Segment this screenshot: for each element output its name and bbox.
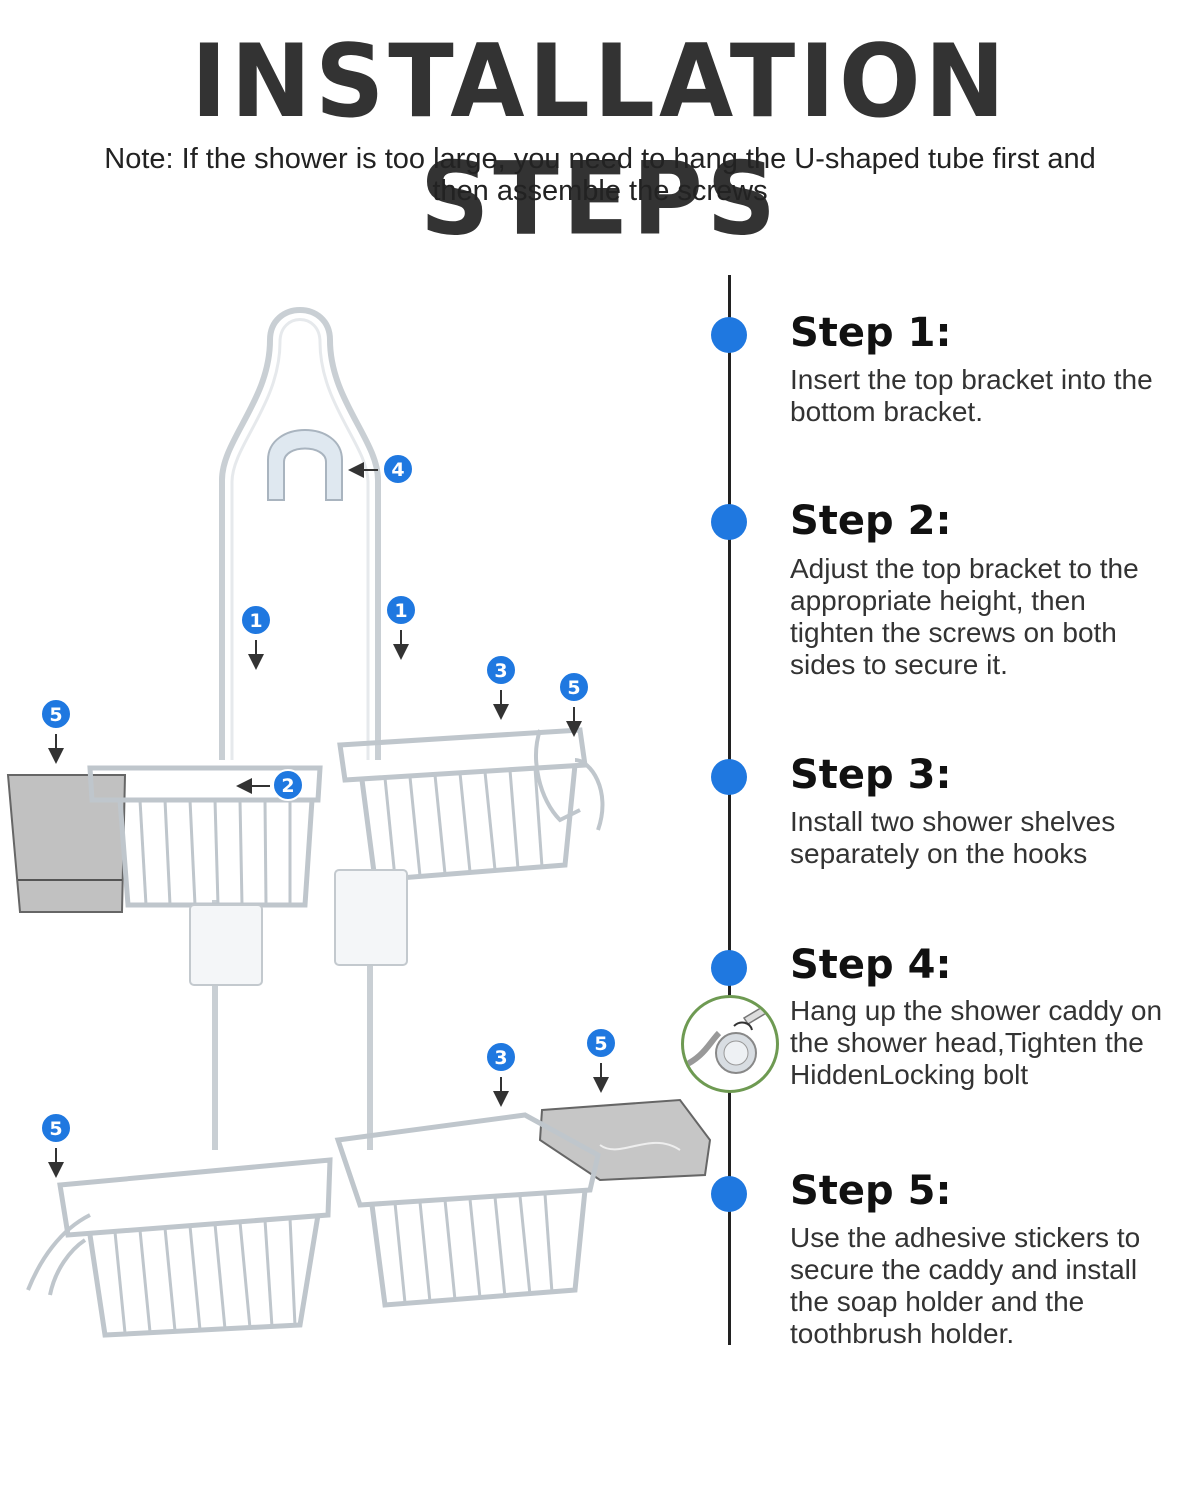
- shower-head-hook: [267, 429, 343, 501]
- callout-label: 3: [494, 1047, 507, 1069]
- step-2-text: Adjust the top bracket to the appropriat…: [790, 553, 1139, 680]
- callout-label: 1: [394, 600, 407, 622]
- callout-badge-3: 3: [485, 1041, 517, 1073]
- callout-badge-2: 2: [272, 769, 304, 801]
- shower-head-icon: [684, 1004, 770, 1074]
- callout-badge-4: 4: [382, 453, 414, 485]
- step-3-title: Step 3:: [790, 752, 952, 798]
- callout-label: 4: [391, 459, 404, 481]
- callout-label: 2: [281, 775, 294, 797]
- callout-badge-5: 5: [585, 1027, 617, 1059]
- step-1-title: Step 1:: [790, 310, 952, 356]
- adhesive-stickers: [189, 869, 408, 986]
- callout-label: 1: [249, 610, 262, 632]
- callout-badge-5: 5: [558, 671, 590, 703]
- callout-label: 3: [494, 660, 507, 682]
- callout-label: 5: [49, 1118, 62, 1140]
- step-5-text: Use the adhesive stickers to secure the …: [790, 1222, 1141, 1349]
- callout-badge-3: 3: [485, 654, 517, 686]
- toothbrush-holder: [6, 774, 127, 913]
- step-5-title: Step 5:: [790, 1168, 952, 1214]
- step-4-text: Hang up the shower caddy on the shower h…: [790, 995, 1163, 1090]
- upper-shelves: [87, 727, 605, 908]
- lower-shelves: [26, 1112, 601, 1338]
- callout-badge-5: 5: [40, 698, 72, 730]
- callout-badge-1: 1: [385, 594, 417, 626]
- timeline-line: [728, 275, 731, 1345]
- callout-label: 5: [594, 1033, 607, 1055]
- callout-badges: 4 1 1 3 5 5 2 3 5 5: [40, 453, 617, 1144]
- step-2-dot: [711, 504, 747, 540]
- callout-arrows: [48, 462, 609, 1178]
- step-1-dot: [711, 317, 747, 353]
- shower-caddy-diagram: 4 1 1 3 5 5 2 3 5 5: [6, 307, 712, 1338]
- callout-badge-5: 5: [40, 1112, 72, 1144]
- step-4-title: Step 4:: [790, 942, 952, 988]
- soap-holder: [538, 1098, 712, 1182]
- installation-note: Note: If the shower is too large, you ne…: [104, 143, 1096, 207]
- callout-badge-1: 1: [240, 604, 272, 636]
- callout-label: 5: [567, 677, 580, 699]
- step-1-text: Insert the top bracket into the bottom b…: [790, 364, 1153, 427]
- step-5-dot: [711, 1176, 747, 1212]
- step-3-dot: [711, 759, 747, 795]
- page-title: INSTALLATION STEPS: [191, 22, 1009, 258]
- callout-label: 5: [49, 704, 62, 726]
- shower-head-inset: [681, 995, 779, 1093]
- step-2-title: Step 2:: [790, 498, 952, 544]
- step-3-text: Install two shower shelves separately on…: [790, 806, 1116, 869]
- step-4-dot: [711, 950, 747, 986]
